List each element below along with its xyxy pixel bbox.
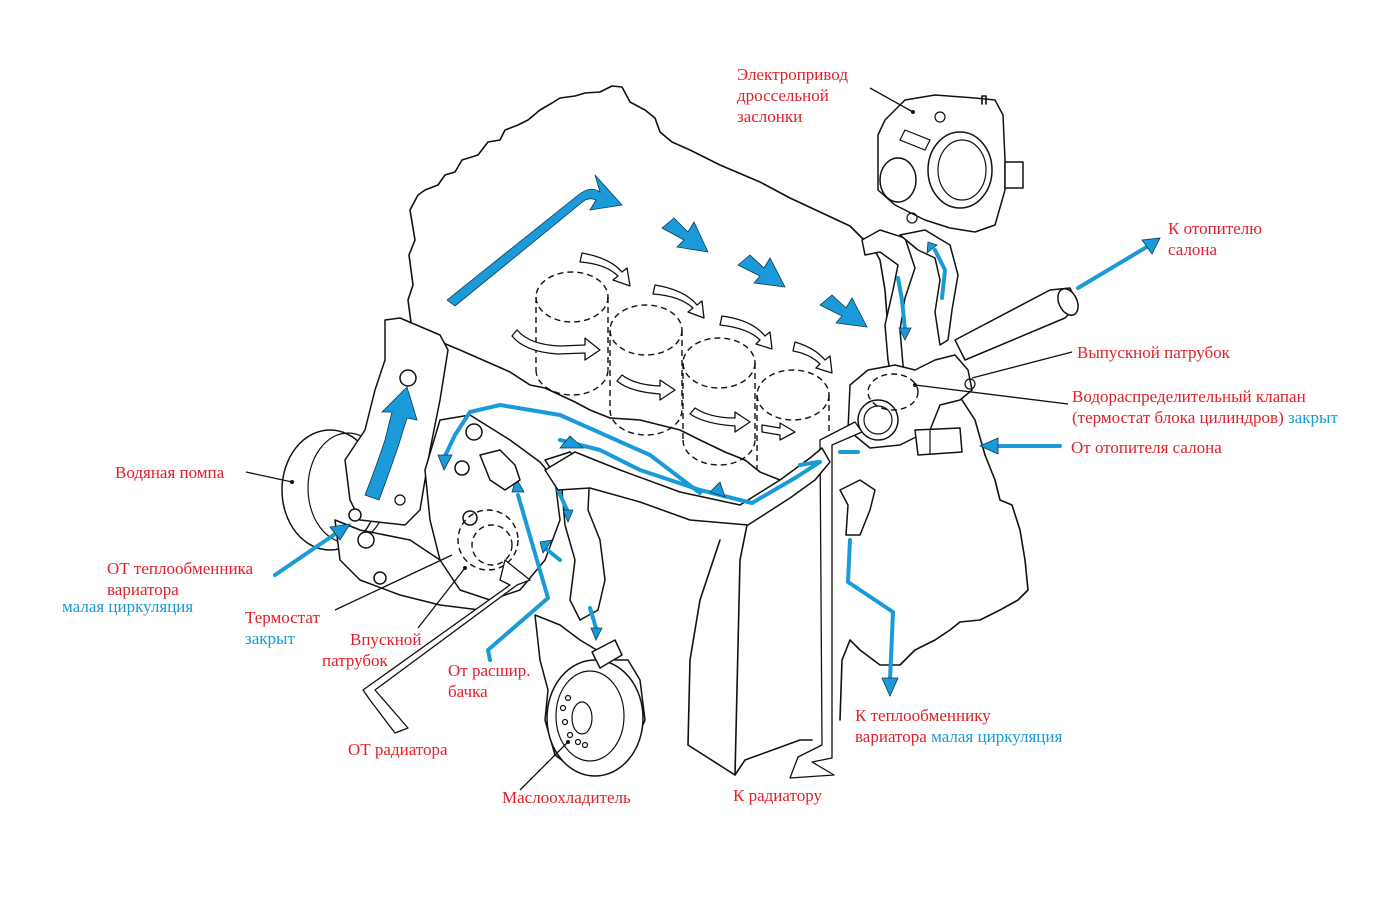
oil-pan <box>687 539 813 776</box>
hollow-arrow-2 <box>652 284 705 319</box>
label-line: вариатора <box>107 580 179 599</box>
thermostat-state: закрыт <box>245 629 295 648</box>
circulation-mode: малая циркуляция <box>62 597 194 616</box>
label-from-radiator: ОТ радиатора <box>348 740 448 759</box>
throttle-hose-flow-down <box>896 276 907 332</box>
leader-outlet-pipe <box>971 351 1073 379</box>
head-main-flow-arrow <box>446 174 623 307</box>
leader-valve <box>914 384 1069 405</box>
leader-inlet-pipe <box>417 567 466 629</box>
head-flow-arrow-2 <box>661 217 709 253</box>
oil-pan-inner <box>734 519 749 776</box>
label-line: дроссельной <box>737 86 829 105</box>
block-lower-face <box>609 417 781 481</box>
from-radiator-pipe <box>362 559 531 734</box>
label-line: ОТ теплообменника <box>107 559 254 578</box>
head-flow-arrow-4 <box>819 294 868 328</box>
label-line: Термостат <box>245 608 320 627</box>
bypass-flow-line <box>558 438 822 505</box>
leader-oil-cooler <box>519 741 569 791</box>
hollow-arrow-5 <box>511 329 601 361</box>
label-line: Водораспределительный клапан <box>1072 387 1306 406</box>
transmission-edge <box>961 399 986 456</box>
head-flow-arrow-3 <box>737 254 786 288</box>
label-from-expansion-tank: От расшир. бачка <box>448 660 531 702</box>
label-to-cvt-heat-exchanger: К теплообменнику вариатора малая циркуля… <box>855 705 1062 747</box>
circulation-mode: малая циркуляция <box>931 727 1063 746</box>
leader-lines <box>245 87 1073 791</box>
label-inlet-pipe: Впускной патрубок <box>322 629 421 671</box>
label-line: вариатора малая циркуляция <box>855 726 1062 747</box>
label-line: К теплообменнику <box>855 706 991 725</box>
throttle-hose-flow-up <box>933 248 947 300</box>
hollow-arrow-8 <box>761 422 796 441</box>
hollow-arrow-1 <box>579 252 631 287</box>
pump-return-flow-line <box>443 403 702 495</box>
radiator-circuit-arrows <box>511 252 833 441</box>
label-oil-cooler: Маслоохладитель <box>502 788 631 807</box>
label-line: От расшир. <box>448 661 531 680</box>
cylinder-3 <box>682 337 756 466</box>
label-from-cvt-heat-exchanger: ОТ теплообменника вариатора <box>107 558 253 600</box>
leader-thermostat <box>334 554 453 611</box>
radiator-pipe <box>789 421 863 779</box>
oil-cooler <box>534 614 646 777</box>
label-text: вариатора <box>855 727 927 746</box>
to-cvt-heat-exchanger-arrow <box>846 538 895 682</box>
valve-state: закрыт <box>1288 408 1338 427</box>
label-line: (термостат блока цилиндров) закрыт <box>1072 407 1338 428</box>
hollow-arrow-3 <box>719 315 773 350</box>
throttle-body <box>877 94 1024 233</box>
heater-outlet-pipe <box>954 287 1079 361</box>
label-line: заслонки <box>737 107 803 126</box>
label-line: салона <box>1168 240 1218 259</box>
label-line: К отопителю <box>1168 219 1262 238</box>
label-from-cvt-mode: малая циркуляция <box>62 596 193 617</box>
cylinder-1 <box>535 271 609 396</box>
cylinders <box>535 271 830 470</box>
block-side-edge <box>411 329 611 419</box>
label-line: Электропривод <box>737 65 848 84</box>
label-water-distribution-valve: Водораспределительный клапан (термостат … <box>1072 386 1338 428</box>
leader-throttle <box>869 87 914 113</box>
from-expansion-tank-line <box>486 493 550 662</box>
label-line: бачка <box>448 682 488 701</box>
hollow-arrow-6 <box>616 374 676 401</box>
label-line: патрубок <box>322 651 388 670</box>
label-throttle-actuator: Электропривод дроссельной заслонки <box>737 64 848 127</box>
label-text: (термостат блока цилиндров) <box>1072 408 1284 427</box>
label-to-radiator: К радиатору <box>733 786 822 805</box>
bypass-hose <box>437 403 860 526</box>
water-outlet-housing <box>839 354 976 536</box>
hollow-arrow-7 <box>689 407 751 433</box>
to-radiator-pipe <box>789 421 863 779</box>
label-outlet-pipe: Выпускной патрубок <box>1077 343 1230 362</box>
label-to-cabin-heater: К отопителю салона <box>1168 218 1262 260</box>
transmission-outline <box>839 454 1029 721</box>
engine-block <box>407 85 1029 776</box>
label-thermostat: Термостат закрыт <box>245 607 320 649</box>
head-flow-arrows <box>446 174 868 328</box>
water-pump <box>281 317 496 611</box>
pump-flow-up-arrow <box>364 386 418 501</box>
cylinder-2 <box>609 304 683 436</box>
external-flow-arrows <box>273 237 1161 697</box>
to-cabin-heater-arrow <box>1076 243 1152 290</box>
label-water-pump: Водяная помпа <box>115 463 225 482</box>
leader-water-pump <box>245 471 293 483</box>
label-from-cabin-heater: От отопителя салона <box>1071 438 1222 457</box>
thermostat-housing <box>362 414 606 734</box>
cylinder-head-outline <box>407 85 871 331</box>
hollow-arrow-4 <box>792 341 833 374</box>
from-cvt-heat-exchanger-arrow <box>273 530 340 577</box>
label-line: Впускной <box>350 630 422 649</box>
